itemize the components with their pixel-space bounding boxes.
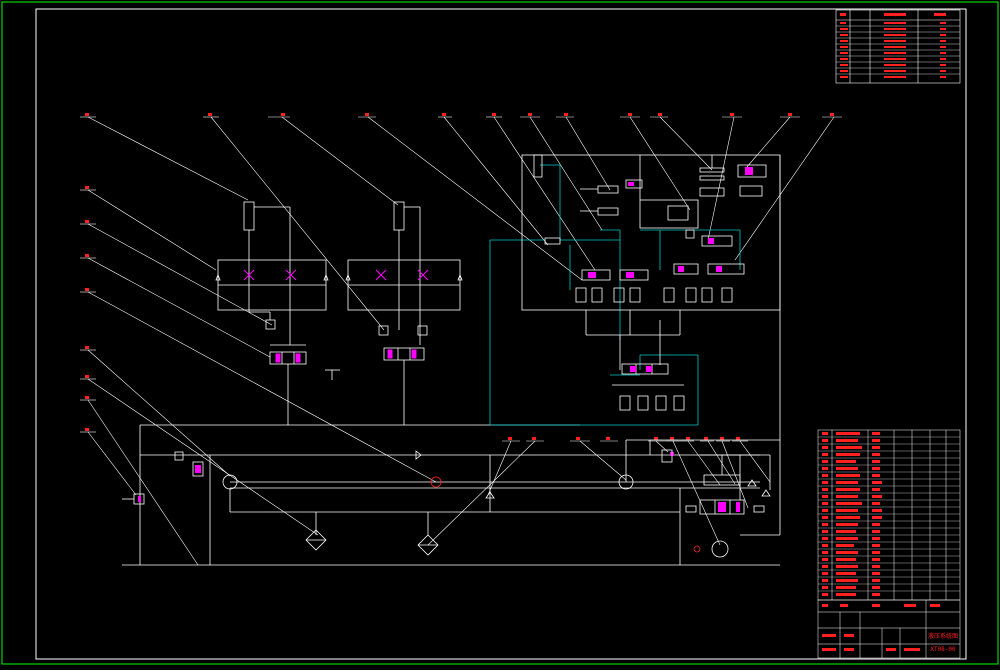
upper-right-valve-marks — [588, 167, 753, 372]
pump-group — [122, 450, 729, 558]
filter-cups-lower — [619, 395, 685, 411]
lower-right-valve-group — [649, 440, 771, 515]
balloon-marks — [85, 113, 834, 440]
leader-lines — [80, 116, 842, 566]
parameter-table — [835, 9, 961, 84]
left-cylinder-circuit — [215, 201, 329, 425]
parts-list-table — [817, 429, 961, 659]
filter-cups-upper — [575, 287, 733, 303]
pilot-lines — [489, 164, 741, 426]
main-pipelines — [122, 155, 781, 566]
parameter-table-rows — [836, 25, 960, 75]
left-cylinder-marks — [243, 269, 301, 363]
parts-list-marks — [822, 432, 940, 651]
title-block-part-name: 液压系统图 — [928, 632, 958, 640]
lower-right-valve-marks — [718, 502, 740, 512]
upper-right-valve-cabinet — [521, 154, 781, 411]
pump-marks — [138, 452, 674, 502]
middle-cylinder-circuit — [325, 201, 463, 425]
middle-cylinder-marks — [375, 269, 429, 359]
parameter-table-marks — [840, 13, 946, 78]
title-block-drawing-no: XT08-00 — [930, 646, 956, 653]
parts-list-rows — [818, 436, 960, 592]
